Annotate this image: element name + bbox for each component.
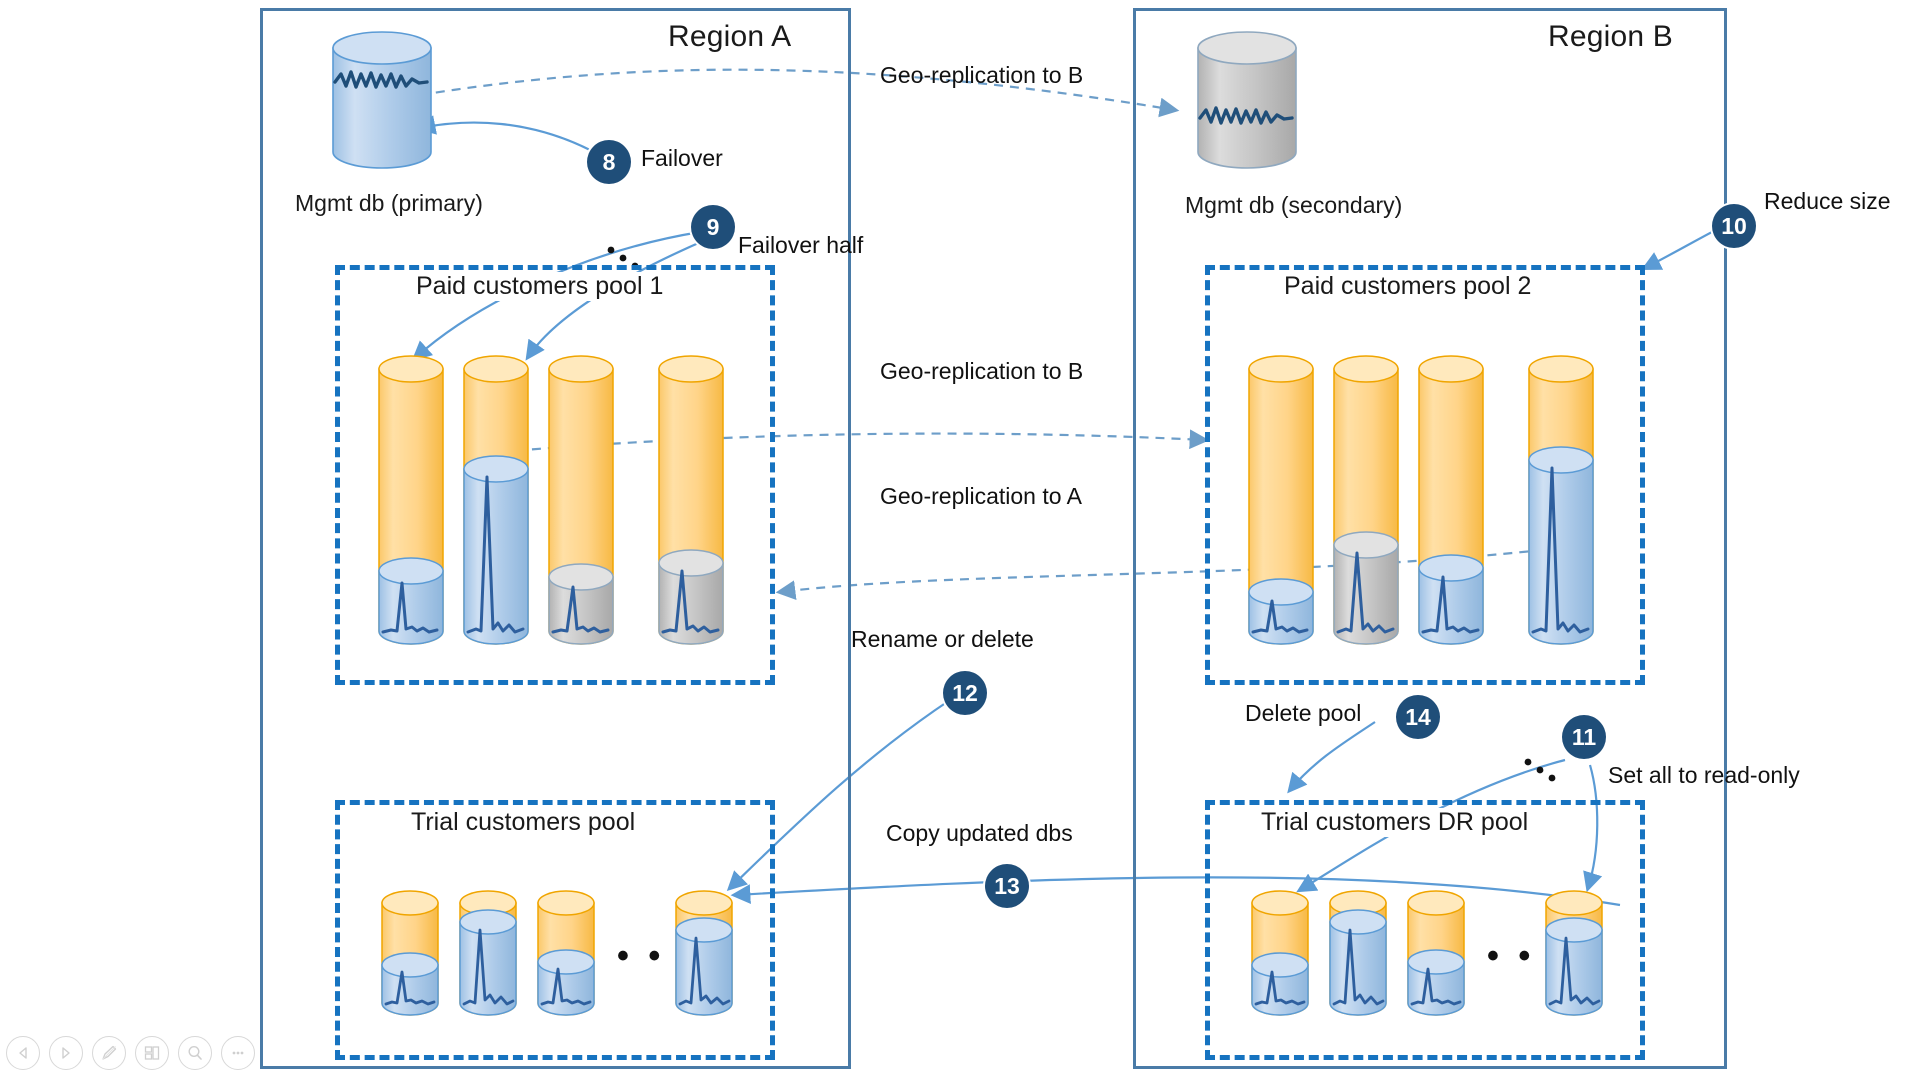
more-button[interactable] <box>221 1036 255 1070</box>
connector-set-read-only-2 <box>1583 764 1603 893</box>
step-badge-9[interactable]: 9 <box>691 205 735 249</box>
more-dots-icon <box>232 1051 244 1055</box>
trial-pool-box <box>335 800 775 1060</box>
paid-pool-1-db-3[interactable] <box>545 355 617 645</box>
label-delete-pool: Delete pool <box>1245 700 1362 726</box>
label-geo-replication-pool-to-a: Geo-replication to A <box>880 483 1083 509</box>
trial-pool-db-2[interactable] <box>456 890 520 1020</box>
step-badge-14[interactable]: 14 <box>1396 695 1440 739</box>
label-failover: Failover <box>641 145 723 171</box>
connector-failover <box>415 115 591 151</box>
label-failover-half: Failover half <box>738 232 864 258</box>
connector-geo-repl-pool-to-b <box>499 429 1210 454</box>
region-b-title: Region B <box>1548 20 1674 53</box>
step-badge-12[interactable]: 12 <box>943 671 987 715</box>
mgmt-db-secondary-label: Mgmt db (secondary) <box>1185 192 1403 218</box>
previous-button[interactable] <box>6 1036 40 1070</box>
paid-pool-2-db-1[interactable] <box>1245 355 1317 645</box>
layout-icon <box>144 1046 160 1060</box>
paid-pool-1-db-1[interactable] <box>375 355 447 645</box>
paid-pool-1-db-4[interactable] <box>655 355 727 645</box>
connector-delete-pool <box>1287 721 1376 794</box>
region-a-box <box>260 8 851 1069</box>
label-copy-updated-dbs: Copy updated dbs <box>886 820 1073 846</box>
label-geo-replication-pool-to-b: Geo-replication to B <box>880 358 1084 384</box>
trial-pool-db-3[interactable] <box>534 890 598 1020</box>
label-rename-or-delete: Rename or delete <box>851 626 1034 652</box>
trial-dr-pool-db-1[interactable] <box>1248 890 1312 1020</box>
next-triangle-icon <box>62 1047 70 1059</box>
step-badge-10[interactable]: 10 <box>1712 204 1756 248</box>
step-badge-8[interactable]: 8 <box>587 140 631 184</box>
trial-dr-pool-box <box>1205 800 1645 1060</box>
paid-pool-2-box <box>1205 265 1645 685</box>
viewer-toolbar <box>0 1036 255 1070</box>
paid-pool-2-db-2[interactable] <box>1330 355 1402 645</box>
pen-icon <box>102 1045 117 1060</box>
paid-pool-1-title: Paid customers pool 1 <box>410 272 670 301</box>
trial-pool-db-1[interactable] <box>378 890 442 1020</box>
step-badge-11[interactable]: 11 <box>1562 715 1606 759</box>
mgmt-db-primary-label: Mgmt db (primary) <box>295 190 483 216</box>
draw-button[interactable] <box>92 1036 126 1070</box>
label-set-all-to-read-only: Set all to read-only <box>1608 762 1800 788</box>
next-button[interactable] <box>49 1036 83 1070</box>
connector-geo-repl-mgmt-to-b <box>419 68 1180 118</box>
region-b-box <box>1133 8 1727 1069</box>
label-geo-replication-mgmt-to-b: Geo-replication to B <box>880 62 1084 88</box>
ellipsis-diagonal-11 <box>1524 758 1556 782</box>
mgmt-db-secondary-cylinder[interactable] <box>1192 30 1302 170</box>
mgmt-db-primary-cylinder[interactable] <box>327 30 437 170</box>
connector-copy-updated-dbs <box>730 876 1621 907</box>
trial-pool-db-4[interactable] <box>672 890 736 1020</box>
trial-dr-pool-db-4[interactable] <box>1542 890 1606 1020</box>
trial-dr-pool-title: Trial customers DR pool <box>1255 808 1535 837</box>
paid-pool-2-title: Paid customers pool 2 <box>1278 272 1538 301</box>
paid-pool-1-box <box>335 265 775 685</box>
connector-geo-repl-pool-to-a <box>775 546 1561 600</box>
zoom-button[interactable] <box>178 1036 212 1070</box>
paid-pool-1-db-2[interactable] <box>460 355 532 645</box>
label-reduce-size: Reduce size <box>1764 188 1891 214</box>
trial-dr-pool-db-3[interactable] <box>1404 890 1468 1020</box>
magnifier-icon <box>188 1045 202 1060</box>
paid-pool-2-db-3[interactable] <box>1415 355 1487 645</box>
paid-pool-2-db-4[interactable] <box>1525 355 1597 645</box>
previous-triangle-icon <box>19 1047 27 1059</box>
connector-rename-or-delete <box>726 699 951 892</box>
region-a-title: Region A <box>668 20 792 53</box>
trial-pool-title: Trial customers pool <box>405 808 642 837</box>
trial-dr-pool-db-2[interactable] <box>1326 890 1390 1020</box>
step-badge-13[interactable]: 13 <box>985 864 1029 908</box>
layout-button[interactable] <box>135 1036 169 1070</box>
